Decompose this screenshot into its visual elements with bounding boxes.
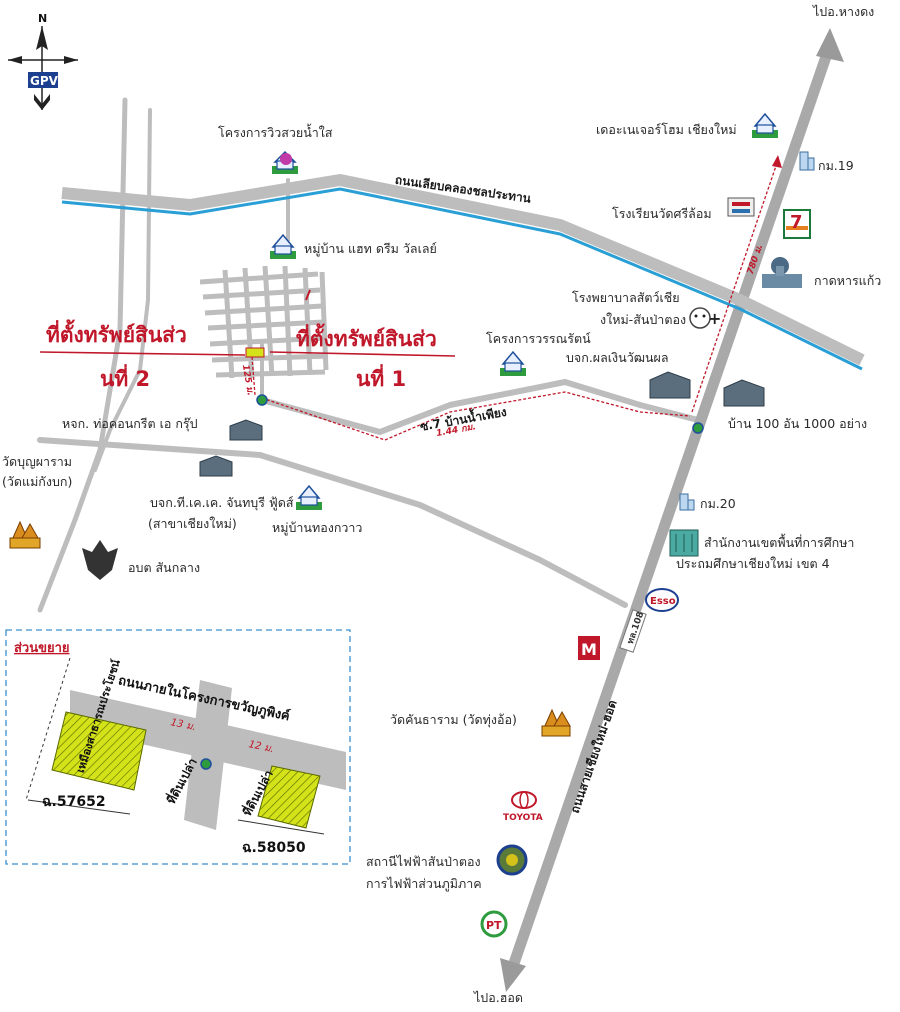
inset-lot-2	[257, 765, 321, 829]
label-kad-han-kaew: กาดหารแก้ว	[814, 273, 881, 288]
property-number-1: นที่ 1	[356, 363, 406, 391]
road-soi7	[259, 379, 701, 435]
arrow-north	[816, 28, 844, 62]
label-wannarat: โครงการวรรณรัตน์	[486, 331, 591, 346]
label-thai-cc-2: (สาขาเชียงใหม่)	[148, 516, 237, 531]
compass-north: N	[38, 12, 47, 25]
direction-top: ไปอ.หางดง	[812, 4, 874, 19]
seven-eleven-text: 7	[790, 212, 803, 233]
market-icon	[762, 257, 802, 288]
compass-rose: N GPV	[8, 12, 78, 110]
label-school: โรงเรียนวัดศรีล้อม	[612, 206, 712, 221]
compass-brand: GPV	[30, 74, 59, 88]
vet-icon: +	[689, 307, 721, 329]
label-pea-1: สถานีไฟฟ้าสันป่าตอง	[366, 854, 481, 869]
label-ban-100: บ้าน 100 อัน 1000 อย่าง	[728, 416, 867, 431]
inset-width-12: 12 ม.	[247, 739, 274, 755]
label-thai-cc-1: บจก.ที.เค.เค. จันทบุรี ฟู้ดส์	[150, 495, 294, 511]
school-icon	[727, 197, 755, 217]
label-wat-bunyaram-2: (วัดแม่กังบก)	[2, 474, 72, 489]
road-network	[37, 39, 836, 981]
direction-bottom: ไปอ.ฮอด	[473, 990, 523, 1005]
toyota-text: TOYOTA	[503, 813, 543, 823]
label-edu-office-1: สำนักงานเขตพื้นที่การศึกษา	[704, 533, 854, 550]
junction-marker-west	[256, 394, 268, 406]
seven-eleven-icon: 7	[783, 209, 811, 239]
property-marker	[245, 347, 265, 358]
esso-text: Esso	[650, 596, 676, 607]
label-vet-2: งใหม่-สันป่าตอง	[600, 312, 686, 327]
label-km20: กม.20	[700, 496, 736, 511]
label-thong-kwao: หมู่บ้านทองกวาว	[272, 520, 362, 536]
highway-label: ถนนสายเชียงใหม่-ฮอด	[567, 698, 620, 815]
pin-icon	[305, 289, 311, 301]
label-wat-bunyaram-1: วัดบุญผาราม	[2, 454, 72, 470]
route-780-arrowhead	[772, 155, 782, 168]
house-icon	[296, 484, 322, 510]
road-lower-main	[37, 437, 628, 608]
toyota-logo-icon: TOYOTA	[503, 791, 543, 823]
inset-marker	[200, 758, 212, 770]
inset-deed-1: ฉ.57652	[42, 794, 106, 810]
property-number-2: นที่ 2	[100, 363, 150, 391]
canal	[61, 187, 863, 371]
pt-text: PT	[486, 919, 502, 932]
dist-780-label: 780 ม.	[746, 243, 766, 276]
label-nature-home: เดอะเนเจอร์โฮม เชียงใหม่	[596, 122, 737, 137]
office-icon	[669, 529, 699, 557]
svg-text:M: M	[581, 640, 597, 659]
temple-icon	[541, 708, 571, 737]
label-vet-1: โรงพยาบาลสัตว์เชีย	[572, 290, 680, 305]
building-icon	[679, 151, 815, 511]
canal-road	[61, 174, 865, 366]
label-obt: อบต สันกลาง	[128, 560, 200, 575]
inset-width-13: 13 ม.	[169, 717, 196, 733]
isuzu-logo-icon: M	[578, 636, 600, 660]
property-label-1: ที่ตั้งทรัพย์สินส่ว	[296, 323, 437, 351]
label-pea-2: การไฟฟ้าส่วนภูมิภาค	[366, 876, 482, 892]
arrow-south	[500, 958, 526, 992]
label-wat-kan: วัดคันธาราม (วัดทุ่งอ้อ)	[390, 712, 517, 728]
label-km19: กม.19	[818, 158, 854, 173]
garuda-icon	[82, 540, 118, 580]
label-concrete: หจก. ท่อคอนกรีต เอ กรุ๊ป	[62, 416, 198, 432]
property-label-2: ที่ตั้งทรัพย์สินส่ว	[46, 319, 187, 347]
inset-lot-1	[51, 711, 147, 791]
svg-text:+: +	[708, 309, 721, 328]
road-highway-108	[504, 39, 836, 981]
route-125	[251, 356, 256, 396]
label-view-project: โครงการวิวสวยน้ำใส	[218, 123, 333, 140]
junction-marker-east	[692, 422, 704, 434]
temple-icon	[9, 520, 41, 549]
inset-title: ส่วนขยาย	[14, 641, 70, 656]
house-icon	[752, 112, 778, 138]
pt-logo-icon: PT	[480, 910, 508, 938]
house-icon	[272, 150, 298, 174]
inset-cross-road	[184, 680, 232, 830]
highway-shield	[619, 609, 647, 653]
property-pointer-2	[39, 351, 246, 356]
route-780	[691, 159, 779, 413]
esso-logo-icon: Esso	[645, 588, 679, 612]
label-hot-dream: หมู่บ้าน แฮท ดรีม วัลเลย์	[304, 241, 437, 257]
pea-logo-icon	[496, 844, 528, 876]
inset-public-line	[25, 657, 71, 801]
house-icon	[270, 233, 296, 259]
label-edu-office-2: ประถมศึกษาเชียงใหม่ เขต 4	[676, 556, 830, 571]
warehouse-icon	[199, 371, 765, 477]
property-pointer-1	[269, 351, 456, 357]
inset-deed-2: ฉ.58050	[242, 840, 306, 856]
road-left-a	[37, 97, 128, 613]
label-ngern-wattana: บจก.ผลเงินวัฒนผล	[566, 350, 669, 365]
house-icon	[500, 350, 526, 376]
inset-detail: ส่วนขยาย ถนนภายในโครงการขวัญภูพิงค์ เหมื…	[5, 629, 351, 865]
